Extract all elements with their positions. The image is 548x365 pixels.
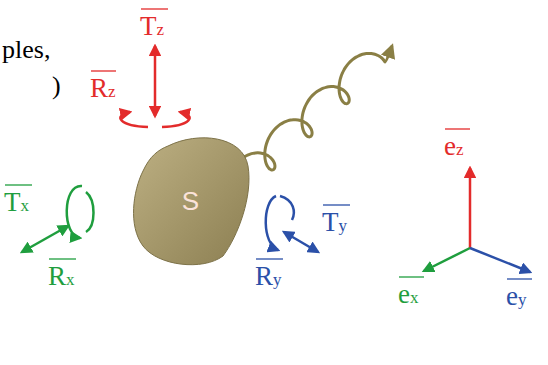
y-axis [470,248,530,272]
y-motion [266,196,318,252]
rotation-arrow [86,192,94,232]
vector-arrow [5,184,32,185]
vector-arrow [49,258,76,259]
vector-arrow [141,8,168,9]
x-motion [22,186,94,252]
rotation-arrow [120,112,148,127]
x-axis [424,248,470,271]
translation-arrow [154,46,157,116]
z-axis [469,168,472,248]
rotation-arrow [67,186,82,238]
rotation-arrow [280,196,294,220]
vector-arrow [445,128,470,129]
blob-shape [134,138,249,265]
rotation-arrow [266,196,278,250]
vector-arrows [5,9,532,279]
axis-label: ey [506,282,526,314]
vector-label: Ty [322,208,347,240]
axis-label: ez [444,132,464,164]
vector-arrow [507,278,532,279]
caption-fragment: ) [52,72,61,100]
vector-arrow [399,276,424,277]
axis-label: ex [398,280,418,312]
caption-fragment: ples, [2,36,50,64]
axes [424,168,530,272]
z-motion [120,46,189,127]
vector-arrow [91,70,116,71]
helix-arrow [229,46,392,178]
vector-label: Rz [90,74,116,106]
vector-label: Rx [48,262,75,294]
body-label: S [182,186,199,216]
body-blob: S [128,136,253,266]
translation-arrow [22,226,68,252]
vector-arrow [323,204,350,205]
vector-label: Tx [4,188,29,220]
vector-arrow [256,258,283,259]
vector-label: Ry [255,262,282,294]
translation-arrow [284,232,318,252]
vector-label: Tz [140,12,164,44]
rotation-arrow [162,112,190,127]
